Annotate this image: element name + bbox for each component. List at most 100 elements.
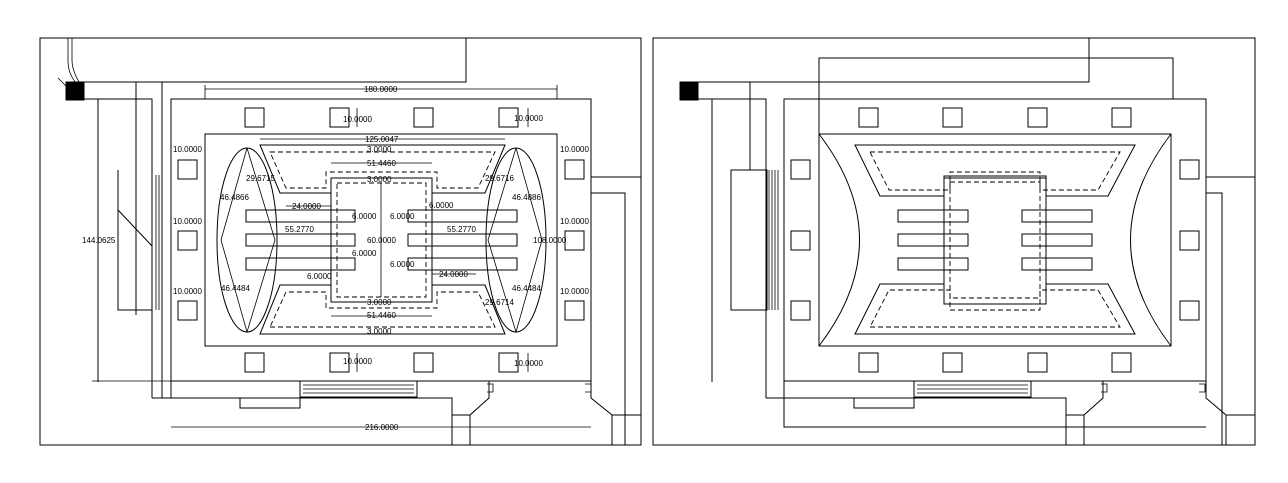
dim-text-gap-4: 6.0000 [352, 249, 377, 258]
right-top-wall-2 [698, 98, 767, 398]
left-door-jamb [469, 381, 490, 445]
left-symbol-2 [585, 383, 592, 393]
left-wire-2 [71, 38, 80, 83]
right-right-wall-2 [1206, 192, 1223, 445]
left-bottom-wall-1 [152, 397, 453, 445]
right-column-block [679, 81, 699, 101]
left-bottom-step [239, 397, 301, 409]
left-symbol-1 [487, 383, 494, 393]
right-side-bay [730, 169, 768, 311]
dim-text-gap-5: 6.0000 [390, 260, 415, 269]
right-bar-e2 [1021, 233, 1093, 247]
dim-text-side-2: 10.0000 [173, 217, 202, 226]
dim-text-gap-6: 6.0000 [307, 272, 332, 281]
left-diamond-west [220, 147, 276, 334]
right-drawing-frame [652, 37, 1256, 446]
right-floor-plan [652, 37, 1256, 446]
right-bar-w1 [897, 209, 969, 223]
right-bar-e3 [1021, 257, 1093, 271]
left-fixture [498, 352, 519, 373]
left-fixture [177, 300, 198, 321]
right-fixture [858, 107, 879, 128]
left-center-rect [330, 177, 433, 303]
left-fixtures [177, 107, 585, 373]
dim-text-side-1: 10.0000 [173, 145, 202, 154]
dim-text-arc-right: 29.6716 [485, 174, 514, 183]
left-fixture [244, 352, 265, 373]
left-bottom-cove-dashed [269, 291, 496, 328]
right-top-cove [854, 144, 1136, 197]
right-bottom-cove [854, 283, 1136, 335]
left-fixture [329, 107, 350, 128]
left-fixture [413, 352, 434, 373]
dim-text-gap-2: 6.0000 [390, 212, 415, 221]
left-fixture [564, 230, 585, 251]
right-fixture [790, 230, 811, 251]
right-ceiling-rect [818, 133, 1172, 347]
right-symbol-1 [1101, 383, 1108, 393]
dim-text-offset-top-1: 3.0000 [367, 145, 392, 154]
dim-text-side-4: 10.0000 [560, 145, 589, 154]
right-window-sill [913, 380, 1032, 398]
left-fixture [413, 107, 434, 128]
right-fixture [1027, 107, 1048, 128]
left-center-rect-dashed [336, 182, 427, 298]
right-bottom-wall-1 [766, 397, 1067, 445]
right-top-wall-1 [698, 38, 1090, 83]
dim-text-spacing-top: 10.0000 [343, 115, 372, 124]
dim-text-gap-1: 6.0000 [352, 212, 377, 221]
right-fixture [1179, 300, 1200, 321]
right-fixture [942, 352, 963, 373]
right-fixture [1111, 352, 1132, 373]
dim-text-spacing-bottom: 10.0000 [343, 357, 372, 366]
dim-text-center-height: 60.0000 [367, 236, 396, 245]
left-bar-e3 [407, 257, 518, 271]
left-fixture [329, 352, 350, 373]
right-symbol-2 [1199, 383, 1206, 393]
right-room-outline [783, 98, 1207, 382]
dim-text-arc-right-lower: 29.6714 [485, 298, 514, 307]
right-fixtures [790, 107, 1200, 373]
dim-text-inner-width-2-top: 51.4460 [367, 159, 396, 168]
dim-text-inner-width-2-bottom: 51.4460 [367, 311, 396, 320]
dim-text-side-6: 10.0000 [560, 287, 589, 296]
right-fixture [942, 107, 963, 128]
dim-text-bar-left: 55.2770 [285, 225, 314, 234]
dim-text-ellipse-right-bottom: 46.4484 [512, 284, 541, 293]
left-fixture [564, 159, 585, 180]
left-bar-e2 [407, 233, 518, 247]
left-wire-tick [57, 77, 67, 87]
right-bottom-step [853, 397, 915, 409]
left-column-block [65, 81, 85, 101]
left-top-cove-dashed [269, 151, 496, 189]
left-right-wall-2 [591, 192, 626, 445]
left-fixture [498, 107, 519, 128]
dim-text-ellipse-left-bottom: 46.4484 [221, 284, 250, 293]
dim-text-spacing-top-right: 10.0000 [514, 114, 543, 123]
left-ceiling-rect [204, 133, 558, 347]
right-fixture [1179, 159, 1200, 180]
dim-text-offset-bottom-1: 3.0000 [367, 298, 392, 307]
left-window-sill [299, 380, 418, 398]
left-top-wall-1 [84, 38, 467, 83]
left-drawing-frame [39, 37, 642, 446]
right-top-cove-dashed [869, 151, 1121, 191]
right-bar-w3 [897, 257, 969, 271]
left-fixture [177, 230, 198, 251]
left-fixture [244, 107, 265, 128]
left-bar-w1 [245, 209, 356, 223]
dim-text-gap-3: 6.0000 [429, 201, 454, 210]
dim-text-spacing-bottom-right: 10.0000 [514, 359, 543, 368]
right-bottom-wall-2 [783, 381, 1206, 428]
left-bar-e1 [407, 209, 518, 223]
dim-text-overall-width: 180.0000 [364, 85, 398, 94]
right-corner-wall [1205, 381, 1227, 445]
right-bottom-cove-dashed [869, 289, 1121, 328]
dim-text-bottom-width: 216.0000 [365, 423, 399, 432]
left-diagonal-wall [117, 170, 153, 247]
dim-text-inner-width: 125.0047 [365, 135, 399, 144]
right-fixture [1111, 107, 1132, 128]
dim-text-bar-offset-right: 24.0000 [439, 270, 468, 279]
left-corner-wall [590, 381, 613, 445]
